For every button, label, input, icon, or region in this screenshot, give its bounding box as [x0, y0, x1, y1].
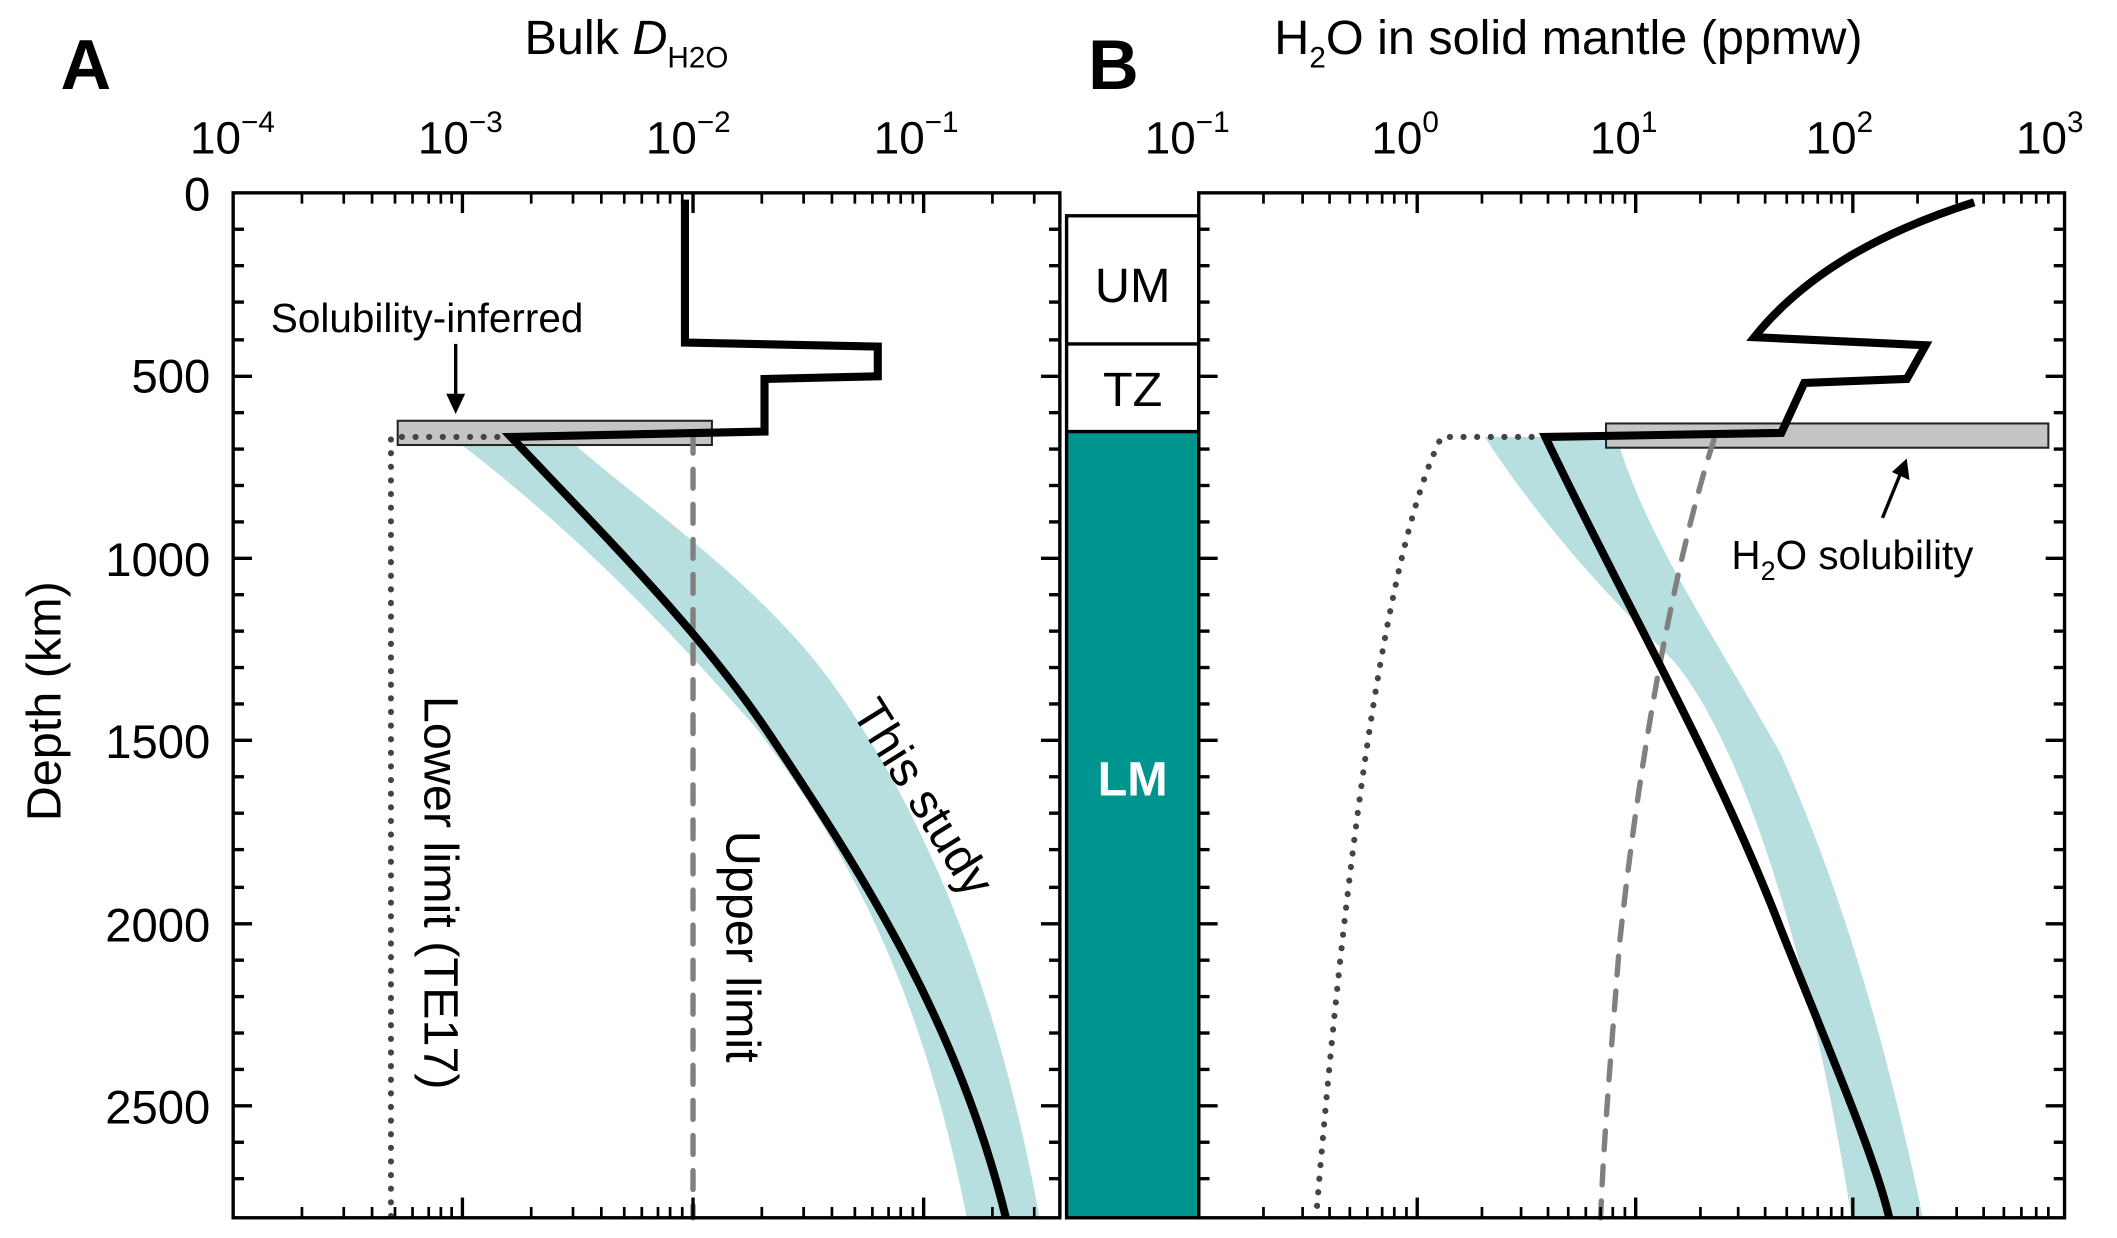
panel-b-x-ticks: [1415, 192, 1855, 1218]
lower-limit-label: Lower limit (TE17): [414, 696, 468, 1090]
panel-b-upper-limit-line: [1597, 436, 1717, 1221]
svg-text:10−1: 10−1: [1145, 106, 1230, 164]
svg-text:10−4: 10−4: [190, 106, 275, 164]
arrow-head-icon: [446, 393, 466, 415]
panel-a-x-tick-labels: 10−4 10−3 10−2 10−1: [190, 106, 959, 164]
svg-text:10−2: 10−2: [646, 106, 731, 164]
solubility-inferred-label: Solubility-inferred: [271, 295, 583, 341]
svg-text:0: 0: [184, 168, 210, 221]
svg-text:10−3: 10−3: [418, 106, 503, 164]
svg-text:1000: 1000: [105, 534, 210, 587]
panel-a-letter: A: [61, 26, 112, 104]
um-label: UM: [1095, 259, 1170, 313]
svg-text:101: 101: [1590, 106, 1658, 164]
panel-a-y-ticks: [233, 227, 1060, 1181]
y-axis-title: Depth (km): [18, 581, 72, 821]
panel-a-x-title: Bulk DH2O: [524, 11, 728, 74]
panel-b-x-minor-ticks: [1262, 192, 2050, 1218]
h2o-solubility-label: H2O solubility: [1731, 532, 1974, 586]
panel-a-x-minor-ticks: [300, 192, 1036, 1218]
upper-limit-label: Upper limit: [716, 831, 770, 1063]
this-study-line: [501, 199, 1010, 1219]
svg-text:1500: 1500: [105, 716, 210, 769]
mantle-layers-column: UM TZ LM: [1064, 214, 1201, 1220]
arrow-head-icon: [1891, 458, 1910, 481]
panel-b-x-title: H2O in solid mantle (ppmw): [1274, 11, 1862, 74]
panel-a-x-ticks: [460, 192, 926, 1218]
panel-b-letter: B: [1088, 26, 1139, 104]
svg-text:100: 100: [1371, 106, 1439, 164]
panel-b-plot: H2O solubility: [1197, 191, 2067, 1221]
svg-text:103: 103: [2016, 106, 2084, 164]
panel-b-this-study-line: [1538, 198, 1976, 1219]
lm-label: LM: [1098, 753, 1168, 807]
panel-b-lower-limit-line: [1313, 433, 1549, 1221]
svg-text:2500: 2500: [105, 1081, 210, 1134]
y-tick-labels: 0 500 1000 1500 2000 2500: [105, 168, 210, 1134]
panel-a-plot: Solubility-inferred Lower limit (TE17) U…: [231, 191, 1062, 1221]
svg-text:2000: 2000: [105, 899, 210, 952]
panel-b-y-ticks: [1198, 227, 2065, 1181]
h2o-solubility-arrow: [1880, 474, 1902, 519]
lower-mantle-block: [1066, 431, 1199, 1218]
panel-b-frame: [1197, 191, 2067, 1220]
panel-b-uncertainty-band: [1484, 436, 1923, 1218]
tz-label: TZ: [1103, 363, 1162, 417]
svg-text:10−1: 10−1: [874, 106, 959, 164]
svg-text:500: 500: [132, 350, 211, 403]
lower-limit-line: [387, 433, 515, 1221]
panel-b-x-tick-labels: 10−1 100 101 102 103: [1145, 106, 2084, 164]
svg-text:102: 102: [1806, 106, 1874, 164]
